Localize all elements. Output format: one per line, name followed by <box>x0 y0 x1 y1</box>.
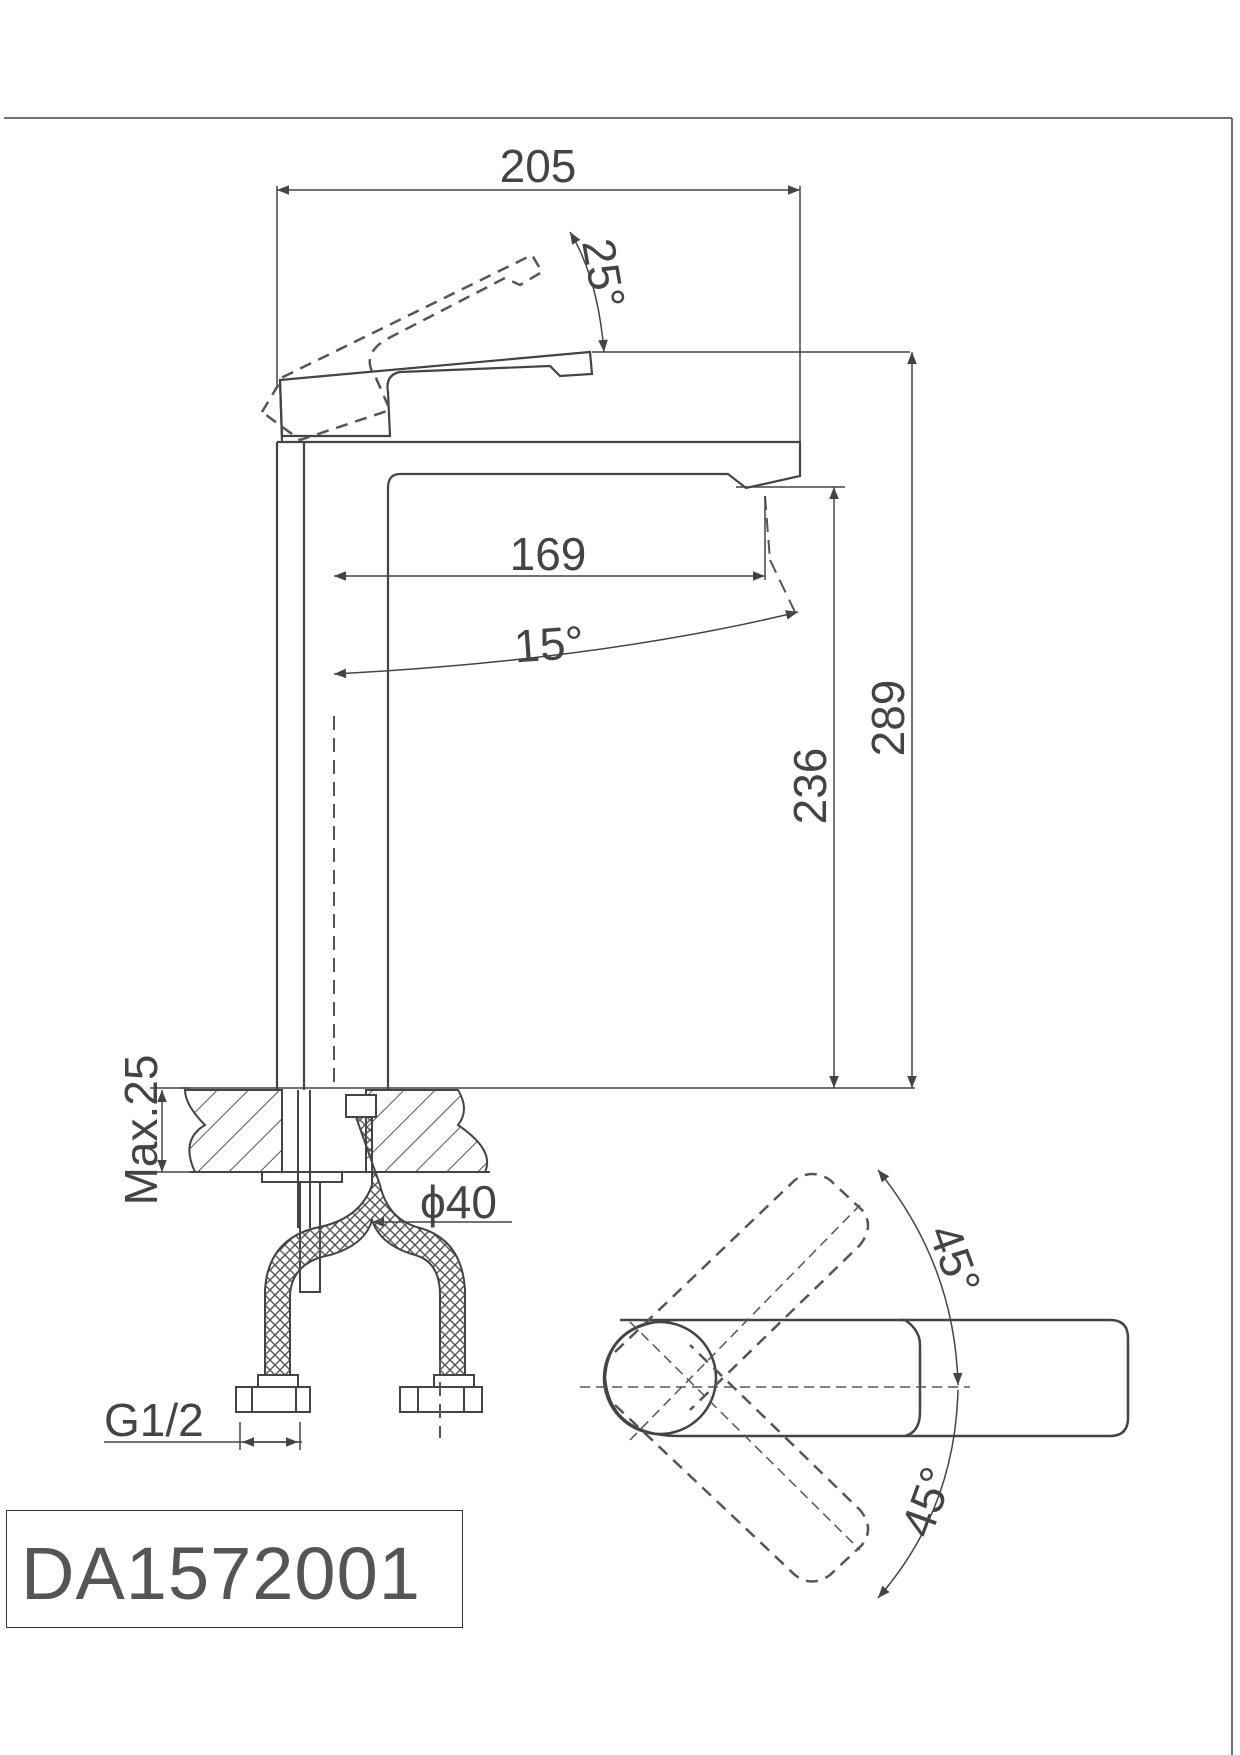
braided-hoses <box>264 1094 466 1381</box>
dim-total-height: 289 <box>862 680 914 757</box>
hose-nuts <box>235 1374 483 1413</box>
faucet-side-view <box>275 350 802 1090</box>
center-line <box>333 495 796 1090</box>
countertop-section <box>183 1089 490 1173</box>
dim-hole-diameter: ϕ40 <box>420 1176 497 1228</box>
rotation-arcs <box>877 1169 963 1599</box>
dim-rotation-top: 45° <box>919 1218 992 1301</box>
dim-rotation-bottom: 45° <box>891 1460 964 1543</box>
dim-spout-angle: 15° <box>512 616 585 673</box>
sheet-border <box>4 117 1233 1755</box>
dim-handle-angle: 25° <box>572 235 635 313</box>
faucet-top-view <box>602 1318 1130 1438</box>
dim-spout-height: 236 <box>784 748 836 825</box>
top-view-centerlines <box>580 1204 970 1551</box>
top-view-dashed-positions <box>614 1172 870 1583</box>
dim-overall-length: 205 <box>500 140 577 192</box>
model-code: DA1572001 <box>21 1532 421 1615</box>
dimension-lines <box>104 185 917 1450</box>
model-code-box: DA1572001 <box>6 1510 463 1628</box>
dim-thread-size: G1/2 <box>104 1394 204 1446</box>
dim-max-deck-thickness: Max.25 <box>115 1055 167 1206</box>
dim-spout-reach: 169 <box>510 528 587 580</box>
handle-raised-dashed <box>260 253 544 442</box>
